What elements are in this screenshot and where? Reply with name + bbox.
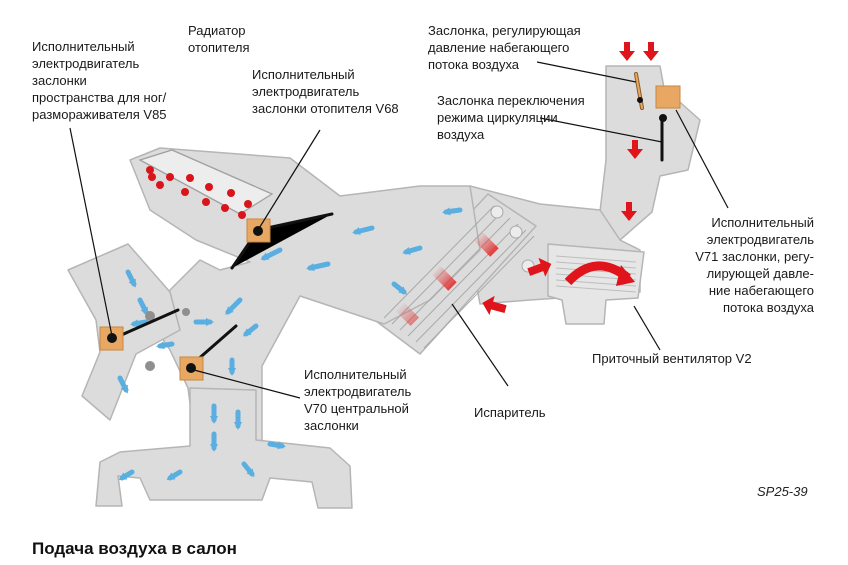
airflow-arrows [117,207,463,481]
blower-wheel [555,255,637,293]
label-evaporator: Испаритель [474,405,546,420]
label-heater-radiator: Радиатор отопителя [188,23,250,55]
heater-radiator [138,149,274,219]
duct-body [67,65,701,509]
figure-caption: Подача воздуха в салон [32,539,237,558]
label-v71-actuator: Исполнительный электродвигатель V71 засл… [695,215,814,315]
flaps [108,116,664,370]
fresh-air-arrows [482,42,659,316]
figure-code: SP25-39 [757,484,808,499]
label-blower-v2: Приточный вентилятор V2 [592,351,752,366]
leader-lines [69,61,729,399]
duct-drawing [67,42,729,509]
label-v85-actuator: Исполнительный электродвигатель заслонки… [32,39,167,122]
actuator-hubs [107,97,667,373]
label-ram-air-flap: Заслонка, регулирующая давление набегающ… [428,23,581,72]
flap-pivots [145,308,190,371]
actuator-v71 [655,85,681,109]
label-v70-actuator: Исполнительный электродвигатель V70 цент… [304,367,412,433]
label-recirculation-flap: Заслонка переключения режима циркуляции … [437,93,585,142]
actuators [99,85,681,381]
evaporator-core [383,205,535,349]
label-v68-actuator: Исполнительный электродвигатель заслонки… [252,67,399,116]
